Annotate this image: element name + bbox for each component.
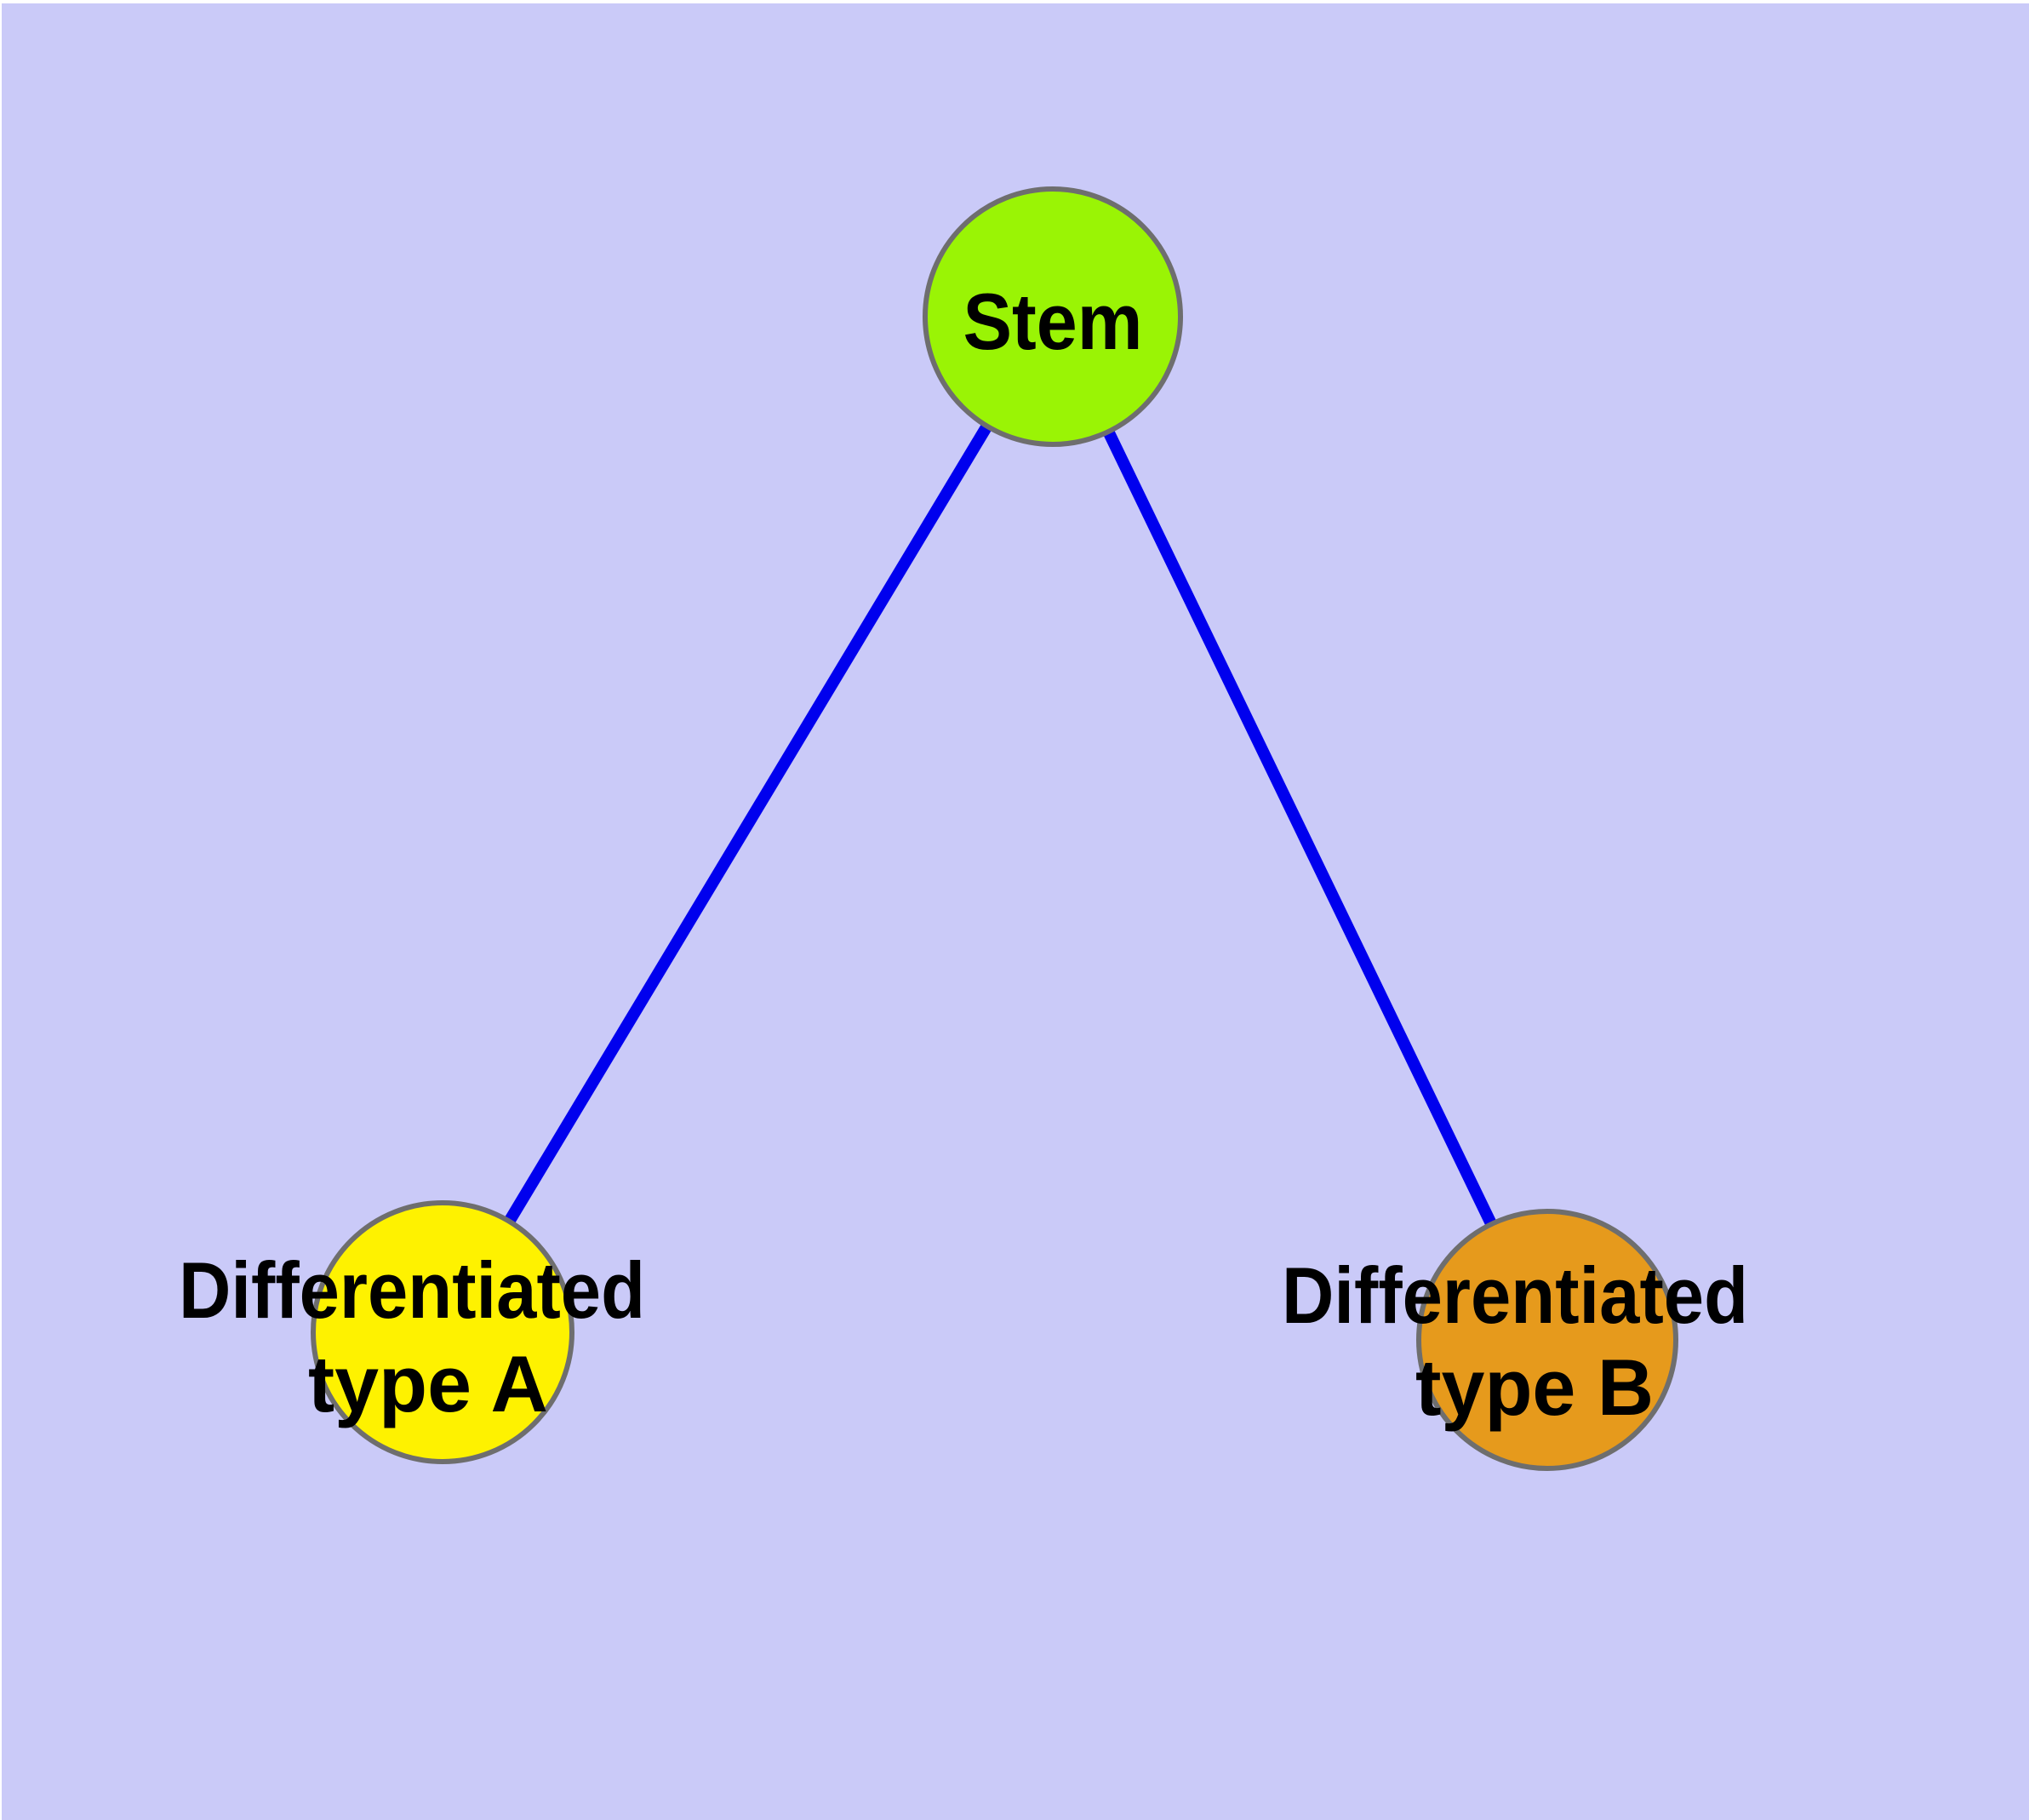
- node-label-type-a-line1: Differentiated: [179, 1245, 645, 1335]
- edge-stem-to-type-a: [437, 313, 1058, 1336]
- node-differentiated-type-b: [1416, 1209, 1678, 1471]
- edge-group: [437, 313, 1553, 1343]
- node-label-type-a-line2: type A: [308, 1339, 548, 1428]
- label-group: Stem Differentiated type A Differentiate…: [179, 277, 1748, 1432]
- node-label-stem: Stem: [963, 277, 1143, 366]
- edge-stem-to-type-b: [1047, 313, 1553, 1343]
- node-stem: [923, 186, 1183, 447]
- node-group: [311, 186, 1678, 1471]
- node-differentiated-type-a: [311, 1200, 574, 1464]
- node-label-type-b-line2: type B: [1415, 1342, 1654, 1432]
- node-label-type-b-line1: Differentiated: [1282, 1251, 1748, 1340]
